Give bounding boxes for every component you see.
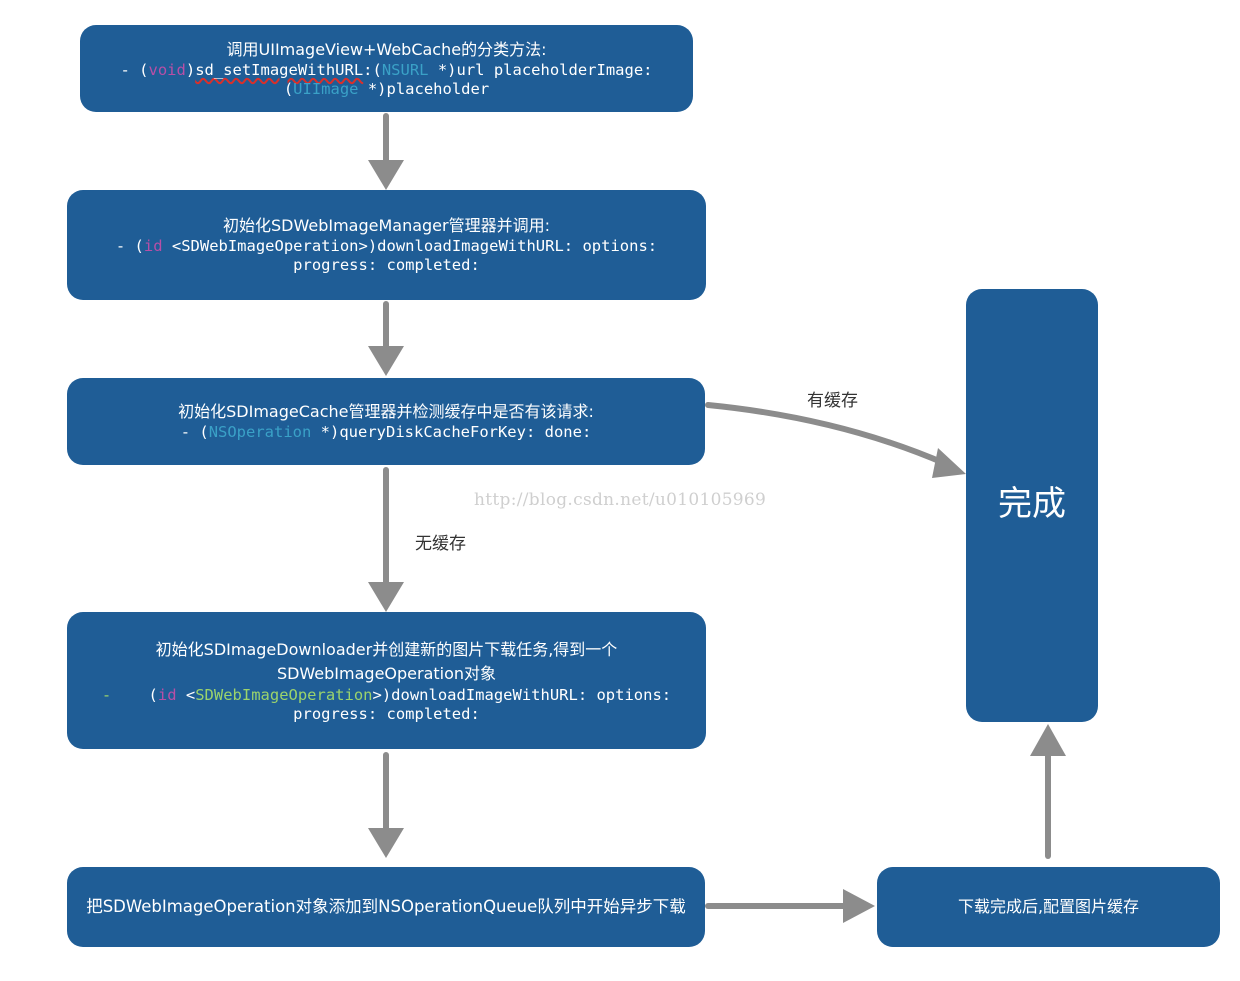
download-done-box: 下载完成后,配置图片缓存 bbox=[877, 867, 1220, 947]
step-4-title-line-2: SDWebImageOperation对象 bbox=[276, 663, 497, 683]
step-2-code-line-2: progress: completed: bbox=[293, 256, 480, 274]
arrowhead-2 bbox=[368, 346, 404, 376]
arrowhead-6 bbox=[1030, 724, 1066, 756]
step-4-code-line-1: - (id <SDWebImageOperation>)downloadImag… bbox=[101, 685, 672, 704]
arrowhead-1 bbox=[368, 160, 404, 190]
complete-title: 完成 bbox=[998, 484, 1066, 524]
arrowhead-3 bbox=[368, 582, 404, 612]
edge-label-not-cached: 无缓存 bbox=[415, 534, 466, 554]
step-4-title-line-1: 初始化SDImageDownloader并创建新的图片下载任务,得到一个 bbox=[155, 639, 618, 659]
step-3-title: 初始化SDImageCache管理器并检测缓存中是否有该请求: bbox=[178, 402, 594, 421]
step-1-box: 调用UIImageView+WebCache的分类方法: - (void)sd_… bbox=[80, 25, 693, 112]
step-4-code-line-2: progress: completed: bbox=[293, 704, 480, 723]
arrowhead-7 bbox=[932, 448, 966, 478]
step-2-code-line-1: - (id <SDWebImageOperation>)downloadImag… bbox=[115, 237, 658, 255]
step-5-title: 把SDWebImageOperation对象添加到NSOperationQueu… bbox=[86, 897, 686, 916]
step-3-code-line-1: - (NSOperation *)queryDiskCacheForKey: d… bbox=[180, 423, 592, 441]
step-5-box: 把SDWebImageOperation对象添加到NSOperationQueu… bbox=[67, 867, 705, 947]
arrowhead-5 bbox=[843, 889, 875, 923]
arrow-step3-to-complete bbox=[705, 402, 949, 467]
watermark: http://blog.csdn.net/u010105969 bbox=[474, 490, 767, 510]
download-done-title: 下载完成后,配置图片缓存 bbox=[957, 897, 1140, 916]
edge-label-cached: 有缓存 bbox=[807, 391, 858, 411]
complete-box: 完成 bbox=[966, 289, 1098, 722]
arrowhead-4 bbox=[368, 828, 404, 858]
step-1-code-line-1: - (void)sd_setImageWithURL:(NSURL *)url … bbox=[120, 60, 653, 79]
step-3-box: 初始化SDImageCache管理器并检测缓存中是否有该请求: - (NSOpe… bbox=[67, 378, 705, 465]
step-2-box: 初始化SDWebImageManager管理器并调用: - (id <SDWeb… bbox=[67, 190, 706, 300]
step-1-code-line-2: (UIImage *)placeholder bbox=[283, 79, 490, 98]
step-1-title: 调用UIImageView+WebCache的分类方法: bbox=[226, 39, 547, 59]
step-4-box: 初始化SDImageDownloader并创建新的图片下载任务,得到一个 SDW… bbox=[67, 612, 706, 749]
step-2-title: 初始化SDWebImageManager管理器并调用: bbox=[223, 216, 550, 235]
